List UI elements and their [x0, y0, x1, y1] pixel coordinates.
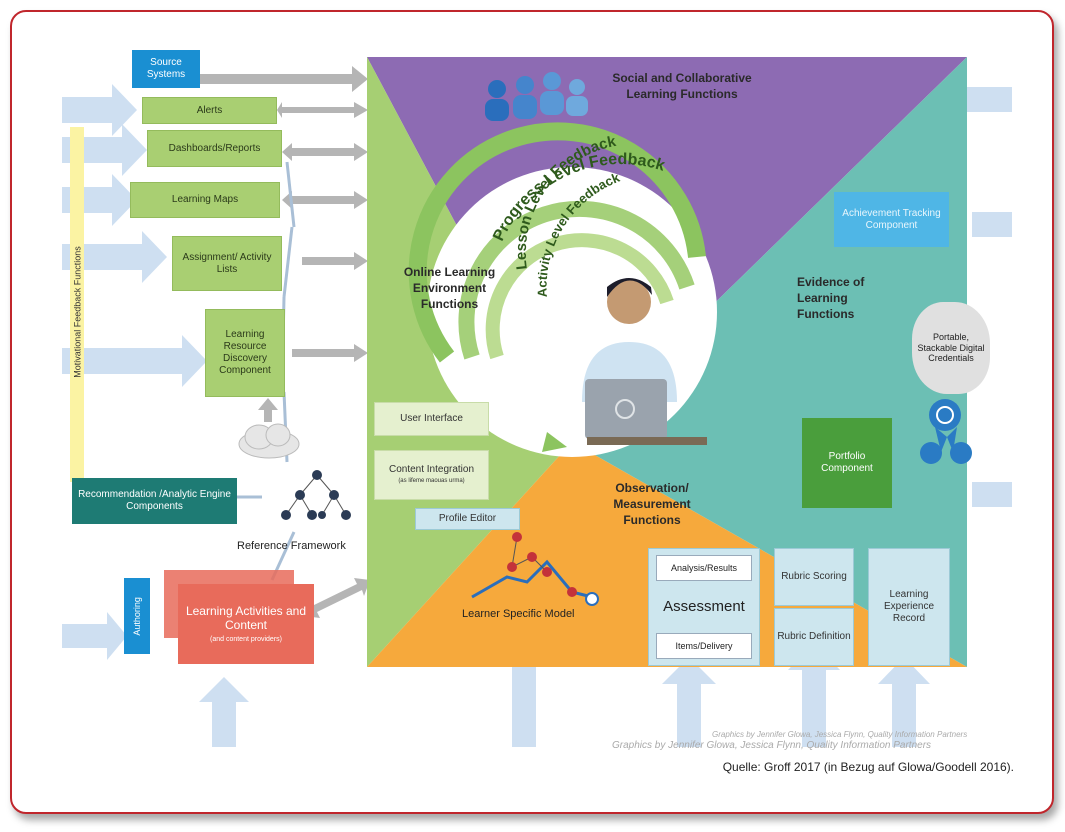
arrow-in-5 [62, 335, 207, 387]
label-online: Online Learning Environment Functions [403, 265, 496, 312]
learning-activities-sub: (and content providers) [210, 635, 282, 643]
label-social: Social and Collaborative Learning Functi… [612, 71, 752, 102]
reference-framework-label: Reference Framework [237, 540, 346, 552]
recommendation-box: Recommendation /Analytic Engine Componen… [72, 478, 237, 524]
profile-editor-box: Profile Editor [415, 508, 520, 530]
badge-icon [920, 399, 972, 464]
credit-line-1: Graphics by Jennifer Glowa, Jessica Flyn… [712, 730, 968, 739]
feedback-labels: Progress Level Feedback Lesson Level Fee… [490, 133, 667, 298]
arrow-in-6 [62, 612, 127, 660]
label-evidence: Evidence of Learning Functions [797, 275, 865, 322]
arc-activity [485, 233, 674, 360]
arrow-right-1 [957, 87, 1012, 112]
rubric-scoring-box: Rubric Scoring [774, 548, 854, 606]
authoring-label: Authoring [131, 596, 142, 636]
grey-arrow-up [258, 398, 278, 422]
arrow-up-5 [878, 657, 930, 747]
content-integration-sub: (as lifeme maouas urma) [398, 478, 465, 485]
learner-model-label: Learner Specific Model [462, 608, 575, 620]
alerts-box: Alerts [142, 97, 277, 124]
people-icons [485, 72, 588, 121]
arrow-in-4 [62, 231, 167, 283]
assessment-label: Assessment [663, 598, 745, 615]
motivational-label-wrap: Motivational Feedback Functions [60, 182, 96, 452]
learning-activities-box: Learning Activities and Content (and con… [178, 584, 314, 664]
ler-box: Learning Experience Record [868, 548, 950, 666]
grey-arrow-5 [302, 252, 368, 270]
dashboards-box: Dashboards/Reports [147, 130, 282, 167]
grey-arrow-2 [277, 102, 368, 118]
arrow-up-1 [199, 677, 249, 747]
arrow-right-3 [972, 482, 1012, 507]
content-integration-box: Content Integration (as lifeme maouas ur… [374, 450, 489, 500]
arrow-up-4 [788, 642, 840, 747]
assignment-box: Assignment/ Activity Lists [172, 236, 282, 291]
source-caption: Quelle: Groff 2017 (in Bezug auf Glowa/G… [722, 760, 1014, 774]
source-systems-box: Source Systems [132, 50, 200, 88]
assessment-group: Analysis/Results Assessment Items/Delive… [648, 548, 760, 666]
arrow-in-1 [62, 84, 137, 136]
user-interface-box: User Interface [374, 402, 489, 436]
arrow-up-3 [662, 657, 716, 747]
grey-arrow-1 [200, 66, 368, 92]
arc-arrowhead [542, 432, 567, 452]
learner-illustration [582, 278, 707, 445]
motivational-label: Motivational Feedback Functions [72, 246, 83, 378]
cloud-icon [238, 423, 300, 459]
grey-arrow-3 [282, 143, 368, 161]
portable-cloud: Portable, Stackable Digital Credentials [912, 302, 990, 394]
analysis-box: Analysis/Results [656, 555, 752, 581]
discovery-box: Learning Resource Discovery Component [205, 309, 285, 397]
learning-maps-box: Learning Maps [130, 182, 280, 218]
arrow-right-2 [972, 212, 1012, 237]
achievement-box: Achievement Tracking Component [834, 192, 949, 247]
authoring-box: Authoring [124, 578, 150, 654]
rubric-definition-box: Rubric Definition [774, 608, 854, 666]
credit-line-2: Graphics by Jennifer Glowa, Jessica Flyn… [612, 740, 932, 751]
grey-arrow-4 [282, 191, 368, 209]
arc-lesson [458, 200, 695, 360]
arc-progress [408, 122, 706, 363]
grey-arrow-6 [292, 344, 368, 362]
learner-model-graphic [471, 532, 599, 606]
items-box: Items/Delivery [656, 633, 752, 659]
label-observation: Observation/ Measurement Functions [613, 481, 691, 528]
learning-activities-label: Learning Activities and Content [185, 603, 307, 633]
network-icon [281, 470, 351, 520]
figure-frame: Progress Level Feedback Lesson Level Fee… [10, 10, 1054, 814]
content-integration-label: Content Integration [388, 464, 475, 476]
grey-arrow-7 [304, 578, 370, 618]
portfolio-box: Portfolio Component [802, 418, 892, 508]
motivational-bar [70, 127, 84, 482]
